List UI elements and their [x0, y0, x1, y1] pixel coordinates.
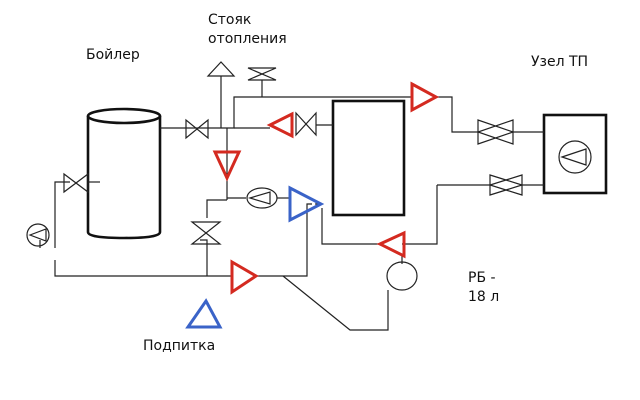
tank-label-line1: РБ - — [468, 270, 496, 286]
pipes — [39, 76, 544, 331]
riser-open-arrow-icon — [206, 61, 236, 77]
return-check-arrow-icon — [185, 298, 223, 329]
supply-check-arrow-icon — [410, 81, 440, 113]
tank-label-line2: 18 л — [468, 289, 500, 305]
supply-check-arrow-icon — [230, 259, 259, 295]
supply-check-arrow-icon — [266, 111, 294, 139]
heat-unit-label: Узел ТП — [531, 54, 589, 70]
riser-label-line2: отопления — [208, 31, 287, 47]
riser-label-line1: Стояк — [208, 12, 252, 28]
pump-icon — [26, 223, 50, 247]
valve-icon — [190, 221, 222, 245]
valve-icon — [476, 119, 515, 145]
valve-icon — [295, 111, 317, 137]
boiler-tank — [86, 107, 162, 240]
pump-icon — [246, 187, 278, 209]
supply-check-arrow-icon — [212, 150, 242, 182]
valve-icon — [185, 118, 209, 140]
valve-icon — [487, 174, 525, 196]
heat-unit-box — [542, 113, 608, 195]
makeup-label: Подпитка — [143, 338, 216, 354]
valve-icon — [63, 172, 89, 194]
return-check-arrow-icon — [288, 185, 325, 223]
heat-exchanger — [331, 99, 406, 217]
boiler-label: Бойлер — [86, 47, 140, 63]
valve-icon — [247, 67, 277, 81]
expansion-tank-icon — [386, 261, 418, 291]
supply-check-arrow-icon — [376, 230, 406, 259]
